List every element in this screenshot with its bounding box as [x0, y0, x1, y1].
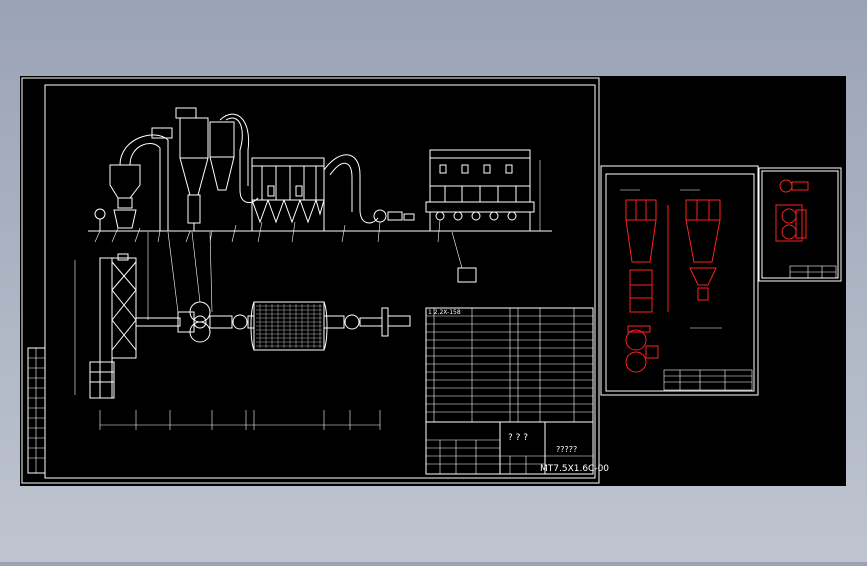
title-block-company: ????? [556, 445, 577, 454]
bom-table [425, 307, 594, 475]
bom-first-row-text: 1 2.2X-158 [428, 309, 461, 316]
plan-view [74, 231, 411, 430]
main-drawing-sheet [21, 77, 600, 484]
model-space [20, 76, 846, 486]
drawing-number: MT7.5X1.6C-00 [540, 464, 609, 474]
small-detail-sheet [758, 167, 842, 282]
elevation-view [88, 107, 552, 283]
cyclone-detail-sheet [600, 165, 759, 396]
title-block-name: ? ? ? [508, 433, 528, 443]
